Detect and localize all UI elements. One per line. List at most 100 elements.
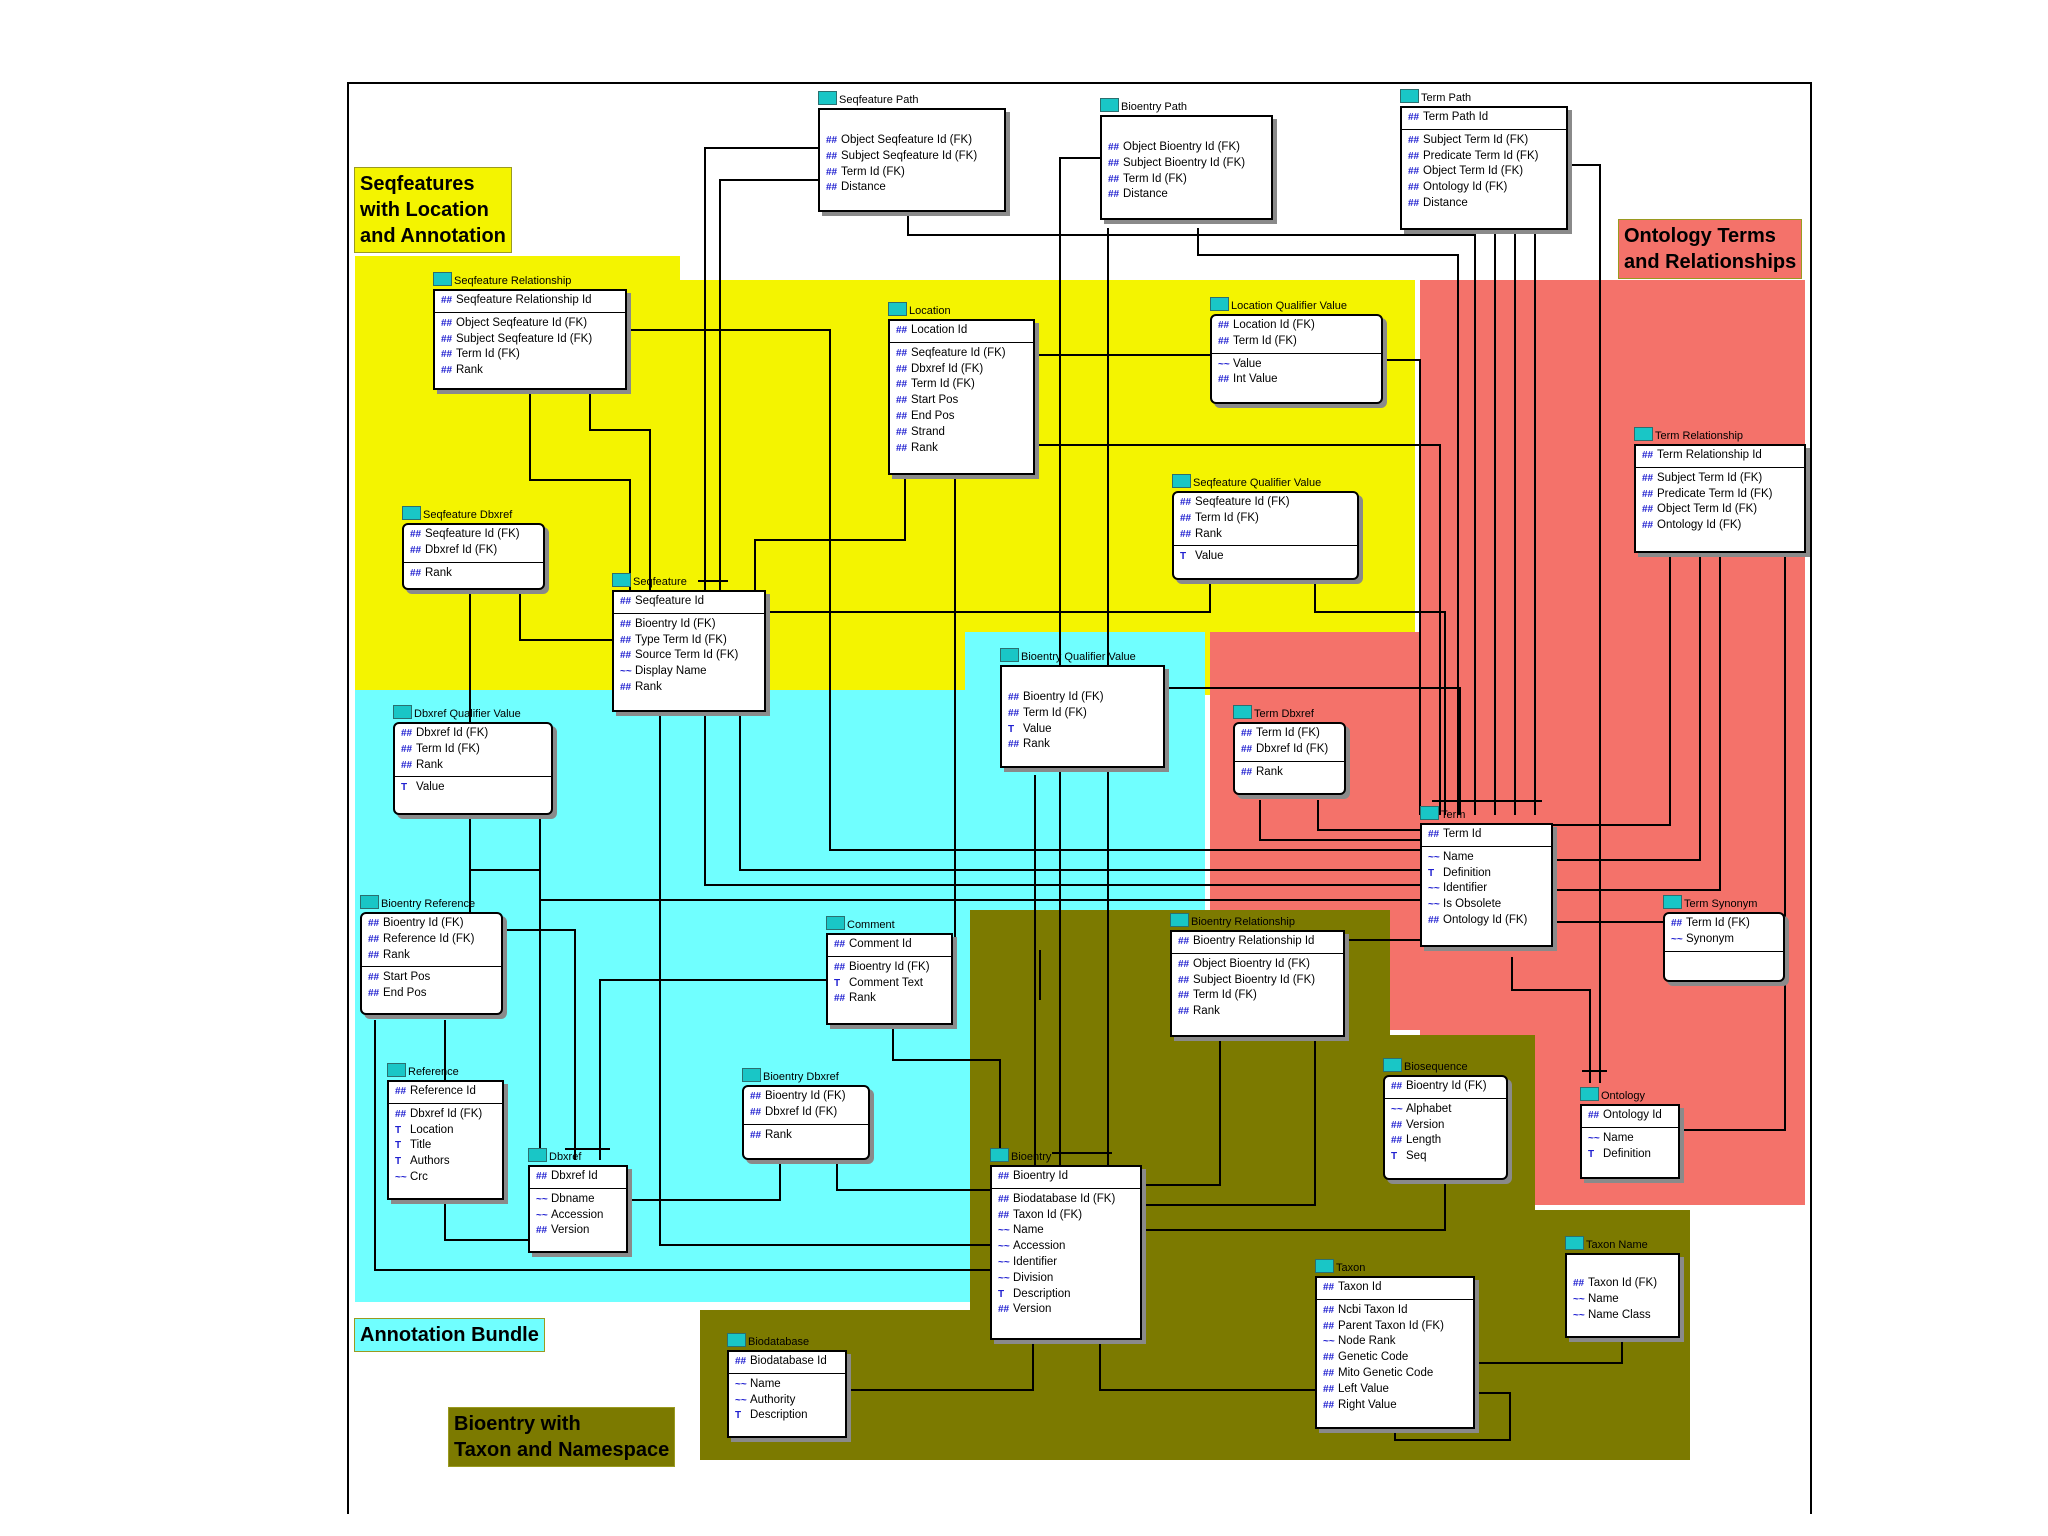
entity-bioentry-qualifier-value[interactable]: Bioentry Qualifier Value ##Bioentry Id (… [1000,648,1165,768]
entity-attribute: ##Term Id (FK) [1102,172,1271,188]
attribute-name: Seqfeature Id (FK) [911,346,1006,359]
entity-seqfeature-relationship[interactable]: Seqfeature Relationship ##Seqfeature Rel… [433,272,627,390]
key-icon: ## [441,295,453,306]
entity-attribute: ##Object Bioentry Id (FK) [1172,957,1343,973]
attribute-name: Definition [1603,1147,1651,1160]
entity-attribute: ##Rank [1235,765,1344,781]
entity-attribute: ##Rank [435,363,625,379]
key-icon: ## [410,529,422,540]
entity-title: Seqfeature Path [839,94,919,106]
entity-term-dbxref[interactable]: Term Dbxref ##Term Id (FK)##Dbxref Id (F… [1233,705,1346,795]
key-icon: ## [735,1356,747,1367]
entity-biosequence[interactable]: Biosequence ##Bioentry Id (FK)~~Alphabet… [1383,1058,1508,1180]
table-icon [818,91,837,105]
attribute-name: Distance [841,181,886,194]
attribute-name: Alphabet [1406,1102,1452,1115]
key-icon: ## [834,939,846,950]
attribute-name: Rank [1256,765,1283,778]
table-icon [402,506,421,520]
entity-body: ##Seqfeature Id##Bioentry Id (FK)##Type … [614,592,764,696]
entity-term-path[interactable]: Term Path ##Term Path Id##Subject Term I… [1400,89,1568,230]
attribute-name: Name Class [1588,1308,1651,1321]
entity-bioentry-reference[interactable]: Bioentry Reference ##Bioentry Id (FK)##R… [360,895,503,1015]
entity-seqfeature-dbxref[interactable]: Seqfeature Dbxref ##Seqfeature Id (FK)##… [402,506,545,590]
link-seqfeaturepath-seqfeature-2 [719,179,818,590]
table-icon [888,302,907,316]
entity-dbxref[interactable]: Dbxref ##Dbxref Id~~Dbname~~Accession##V… [528,1148,628,1253]
entity-attribute: ##Taxon Id [1317,1280,1473,1300]
entity-term-relationship[interactable]: Term Relationship ##Term Relationship Id… [1634,427,1806,553]
key-icon: ## [826,135,838,146]
key-icon: ## [896,379,908,391]
entity-title: Seqfeature Qualifier Value [1193,477,1322,489]
entity-attribute: ##Genetic Code [1317,1350,1473,1366]
entity-bioentry-relationship[interactable]: Bioentry Relationship ##Bioentry Relatio… [1170,913,1345,1037]
entity-title: Term [1441,809,1466,821]
attribute-name: Accession [551,1208,604,1221]
entity-taxon[interactable]: Taxon ##Taxon Id##Ncbi Taxon Id##Parent … [1315,1259,1475,1429]
entity-reference[interactable]: Reference ##Reference Id##Dbxref Id (FK)… [387,1063,504,1200]
mark-term-in [1432,800,1542,802]
entity-location[interactable]: Location ##Location Id##Seqfeature Id (F… [888,302,1035,475]
entity-bioentry[interactable]: Bioentry ##Bioentry Id##Biodatabase Id (… [990,1148,1142,1340]
entity-title: Comment [847,919,895,931]
key-icon: ## [1323,1399,1335,1411]
entity-body: ##Term Path Id##Subject Term Id (FK)##Pr… [1402,108,1566,212]
key-icon: ## [1408,197,1420,209]
key-icon: ## [1108,157,1120,169]
entity-attribute: ##Start Pos [890,393,1033,409]
entity-location-qualifier-value[interactable]: Location Qualifier Value ##Location Id (… [1210,297,1383,404]
attribute-icon: T [395,1140,402,1152]
attribute-name: Right Value [1338,1398,1397,1411]
entity-seqfeature[interactable]: Seqfeature ##Seqfeature Id##Bioentry Id … [612,573,766,712]
entity-attribute: ##Int Value [1212,372,1381,388]
attribute-name: Predicate Term Id (FK) [1423,149,1539,162]
attribute-name: Description [1013,1287,1071,1300]
key-icon: ## [1408,112,1420,123]
key-icon: ## [1323,1320,1335,1332]
key-icon: ## [750,1091,762,1102]
attribute-icon: ~~ [1428,899,1440,911]
attribute-name: Subject Seqfeature Id (FK) [841,149,978,162]
key-icon: ## [896,426,908,438]
entity-attribute: ##Term Id (FK) [1174,511,1357,527]
mark-bioentry-in [1052,1152,1112,1154]
entity-seqfeature-qualifier-value[interactable]: Seqfeature Qualifier Value ##Seqfeature … [1172,474,1359,580]
attribute-name: Reference Id (FK) [383,932,475,945]
entity-taxon-name[interactable]: Taxon Name ##Taxon Id (FK)~~Name~~Name C… [1565,1236,1680,1338]
entity-body: ##Seqfeature Id (FK)##Term Id (FK)##Rank… [1174,493,1357,565]
attribute-name: Identifier [1443,882,1488,895]
link-taxonname-taxon [1475,1335,1623,1364]
key-icon: ## [401,728,413,739]
entity-bioentry-path[interactable]: Bioentry Path ##Object Bioentry Id (FK)#… [1100,98,1273,220]
attribute-name: Rank [635,680,662,693]
attribute-icon: T [1180,551,1187,563]
link-dqv-dbxref [469,815,541,1160]
attribute-icon: ~~ [1588,1132,1600,1144]
key-icon: ## [834,993,846,1005]
entity-attribute: ##Rank [828,991,951,1007]
entity-dbxref-qualifier-value[interactable]: Dbxref Qualifier Value ##Dbxref Id (FK)#… [393,705,553,815]
entity-body: ##Term Id (FK)##Dbxref Id (FK)##Rank [1235,724,1344,780]
entity-attribute: ##Rank [1172,1004,1343,1020]
entity-seqfeature-path[interactable]: Seqfeature Path ##Object Seqfeature Id (… [818,91,1006,212]
entity-term-synonym[interactable]: Term Synonym ##Term Id (FK)~~Synonym [1663,895,1785,982]
link-termrel-term-2 [1553,553,1701,861]
attribute-name: Predicate Term Id (FK) [1657,487,1773,500]
entity-biodatabase[interactable]: Biodatabase ##Biodatabase Id~~Name~~Auth… [727,1333,847,1438]
entity-title: Seqfeature Dbxref [423,509,513,521]
attribute-name: Length [1406,1134,1442,1147]
attribute-icon: ~~ [1428,883,1440,895]
entity-bioentry-dbxref[interactable]: Bioentry Dbxref ##Bioentry Id (FK)##Dbxr… [742,1068,870,1160]
attribute-name: Rank [416,758,443,771]
link-lqv-term [1383,359,1421,815]
entity-attribute: ##Term Path Id [1402,110,1566,130]
